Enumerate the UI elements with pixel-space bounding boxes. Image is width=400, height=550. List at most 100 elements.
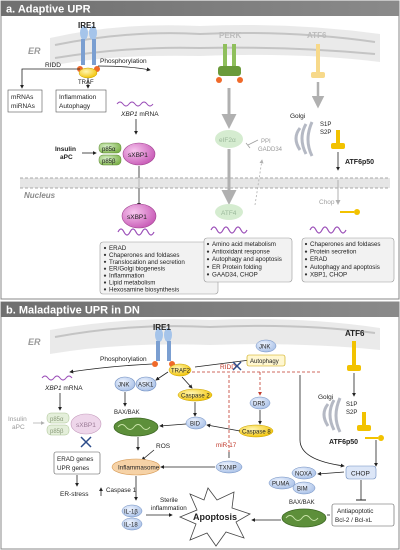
ire1-label-b: IRE1 [153,323,171,332]
il18-ball [121,517,143,531]
inflammasome-label: Inflammasome [118,465,160,472]
inflammation-label-b: inflammation [151,505,187,512]
p85b-label-a: p85β [102,159,116,165]
atf6p50-nucleus-a [340,209,360,215]
traf-label: TRAF [78,80,94,86]
list-bullet [304,242,308,246]
erad-upr-genes-box [53,451,101,475]
s2p-label-b: S2P [346,410,357,416]
mrna-box [7,89,43,113]
traf2-ask1-arrow [155,371,169,381]
golgi-label-b: Golgi [318,394,333,401]
jnk-label-2: JNK [259,345,270,351]
phosphorylation-label-b: Phosphorylation [100,356,147,363]
list-bullet [103,253,107,256]
p85a-label-a: p85α [102,147,116,153]
atf6p50-label-b: ATF6p50 [329,439,358,446]
atf6p50-label-a: ATF6p50 [345,159,374,166]
eif2a-ball [215,130,243,148]
upr-genes-label: UPR genes [57,465,89,472]
xbp1-mrna-label-b: XBP1 mRNA [44,385,83,392]
er-stress-label: ER-stress [60,491,89,498]
antiapoptotic-label: Antiapoptotic [337,508,373,515]
atf6p50-icon-b [365,435,384,441]
sxbp1-nuclear-label: sXBP1 [127,214,147,221]
list-item: ERAD [109,245,127,252]
noxa-label: NOXA [295,472,312,478]
apoptosis-label: Apoptosis [193,512,237,522]
insulin-label-b: Insulin [8,416,27,423]
atf6-receptor-b [347,341,361,371]
list-item: Hexosamine biosynthesis [109,286,179,293]
jnk-ball [114,376,136,392]
p85a-label-b: p85α [50,417,64,423]
chop-box-b [345,465,377,480]
gadd34-inhibition [247,139,259,146]
inhibition-tick [245,142,251,149]
er-label-b: ER [28,337,41,347]
mir17-label: miR-17 [216,442,237,449]
mitochondrion-icon-2 [281,508,327,528]
sxbp1-label-b: sXBP1 [76,422,96,429]
list-item: ER Protein folding [212,264,262,271]
xbp1-mrna-label-a: XBP1 mRNA [120,111,159,118]
s2p-label-a: S2P [320,130,331,136]
p85b-label-b: p85β [50,429,64,435]
traf2-label: TRAF2 [171,369,191,375]
apoptosis-burst-icon [178,487,251,547]
atf4-ball [215,204,243,220]
atf6-label-b: ATF6 [345,329,365,338]
antiapoptotic-box [331,503,395,527]
atf6-target-list-box [301,237,395,283]
bid-mito-arrow [159,423,187,428]
puma-ball [268,476,296,490]
dna-wave-perk [210,226,248,234]
list-item: XBP1, CHOP [310,271,347,278]
ask1-ball [135,376,157,392]
phosphorylation-arrow-a [97,65,151,72]
s1p-label-b: S1P [346,402,357,408]
inflammation-label-a: Inflammation [59,94,97,101]
block-icon-autophagy [232,361,242,371]
golgi-label-a: Golgi [290,113,305,120]
panel-a-title: a. Adaptive UPR [6,4,91,16]
phospho-dot [152,361,158,367]
golgi-apparatus-a [294,121,314,157]
phospho-dot [237,77,243,83]
inflammation-box-a [55,89,107,113]
panel-b: b. Maladaptive UPR in DN ER IRE1 TRAF2 R… [0,301,400,550]
traf2-jnk-right-line [194,359,251,368]
list-bullet [304,273,308,276]
apc-label-a: aPC [60,154,73,161]
txnip-label: TXNIP [219,466,237,472]
ros-inflammasome-arrow [141,449,155,461]
list-item: Inflammation [109,273,145,280]
sxbp1-ball-b [70,413,102,435]
nucleus-label: Nucleus [24,191,56,200]
autophagy-label-a: Autophagy [59,103,91,110]
perk-receptor [216,44,243,83]
dr5-label: DR5 [253,402,266,408]
jnk-ball-2 [255,339,277,353]
panel-b-title: b. Maladaptive UPR in DN [6,305,140,317]
traf2-caspase2-arrow [181,376,193,389]
sxbp1-label-a: sXBP1 [128,152,148,159]
caspase2-label: Caspase 2 [181,394,210,400]
ros-label: ROS [156,443,171,450]
p85b-box-b [46,424,70,436]
list-item: GAAD34, CHOP [212,271,258,278]
eif2a-label: eIF2α [219,137,236,144]
list-bullet [103,274,107,277]
sxbp1-nuclear-ball [121,203,157,229]
list-bullet [103,260,107,263]
il1b-label: IL-1β [124,510,138,516]
ire1-chop-arrow [299,374,345,468]
list-item: ER/Golgi biogenesis [109,266,165,273]
list-bullet [206,242,210,246]
apc-label-b: aPC [12,424,25,431]
puma-label: PUMA [272,482,289,488]
dna-wave-atf6 [309,226,347,234]
bid-ball [185,416,207,430]
xbp1-mrna-wave-a [116,101,154,107]
